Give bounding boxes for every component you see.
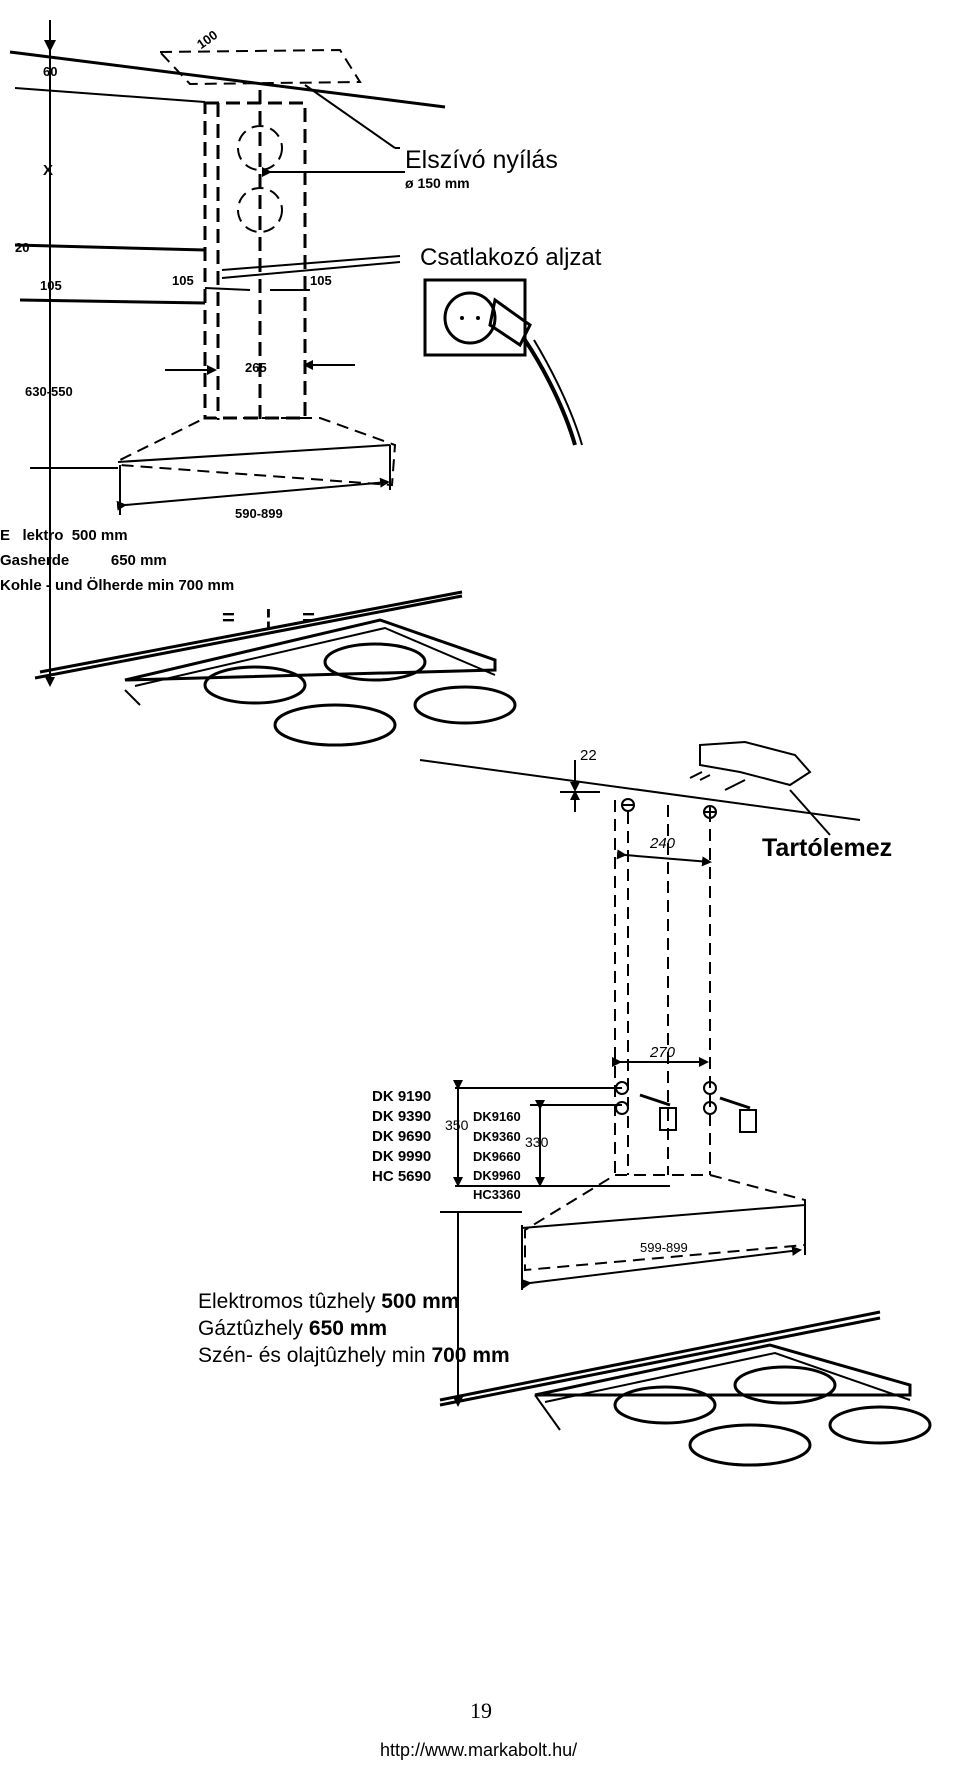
exhaust-diameter-label: ø 150 mm <box>405 175 470 191</box>
burner <box>273 703 397 747</box>
wall-socket <box>423 278 527 357</box>
diagram-2-chimney-hood <box>419 740 932 1467</box>
dim-330: 330 <box>525 1134 549 1150</box>
model-330-4: DK9960 <box>473 1168 521 1183</box>
screws <box>639 1093 751 1110</box>
burner <box>688 1423 812 1467</box>
dim-20: 20 <box>15 240 29 255</box>
dim-350: 350 <box>445 1117 469 1133</box>
model-330-5: HC3360 <box>473 1187 521 1202</box>
model-350-5: HC 5690 <box>372 1168 431 1185</box>
model-330-2: DK9360 <box>473 1129 521 1144</box>
burner <box>613 1385 717 1425</box>
model-350-2: DK 9390 <box>372 1108 431 1125</box>
burner <box>413 685 517 725</box>
burner <box>323 642 427 682</box>
socket-label: Csatlakozó aljzat <box>420 244 602 271</box>
model-350-4: DK 9990 <box>372 1148 431 1165</box>
exhaust-opening-circle <box>237 187 283 233</box>
model-330-3: DK9660 <box>473 1149 521 1164</box>
exhaust-opening-label: Elszívó nyílás <box>405 146 558 174</box>
burner <box>203 665 307 705</box>
hood-canopy <box>524 1174 806 1272</box>
model-350-3: DK 9690 <box>372 1128 431 1145</box>
dim-x: X <box>43 162 53 179</box>
model-350-1: DK 9190 <box>372 1088 431 1105</box>
bracket-label: Tartólemez <box>762 834 892 862</box>
equal-marks: = ¦ = <box>222 605 315 630</box>
height-line-hu-coal: Szén- és olajtûzhely min 700 mm <box>198 1344 510 1367</box>
ceiling-bracket-outline <box>157 48 362 86</box>
model-330-1: DK9160 <box>473 1109 521 1124</box>
hood-canopy <box>119 417 397 487</box>
dim-top-100: 100 <box>194 27 220 52</box>
dim-105-left: 105 <box>40 278 62 293</box>
dim-240: 240 <box>649 835 676 852</box>
burner <box>828 1405 932 1445</box>
diagram-1-chimney-hood <box>9 20 583 747</box>
mounting-bracket <box>699 740 812 787</box>
page-number: 19 <box>470 1698 492 1723</box>
dim-hood-width-2: 599-899 <box>640 1240 688 1255</box>
dim-265: 265 <box>245 360 267 375</box>
stove-back-edge <box>34 594 463 680</box>
ceiling-line <box>9 50 446 109</box>
height-line-hu-gas: Gáztûzhely 650 mm <box>198 1317 387 1340</box>
height-line-de-electric: E lektro 500 mm <box>0 527 128 544</box>
ceiling-line <box>419 759 861 821</box>
stove-back-edge <box>439 1316 881 1407</box>
stove-top <box>534 1343 912 1397</box>
footer-url[interactable]: http://www.markabolt.hu/ <box>380 1740 578 1760</box>
exhaust-opening-circle <box>237 125 283 171</box>
height-line-de-gas: Gasherde 650 mm <box>0 552 167 569</box>
dim-60: 60 <box>43 64 57 79</box>
height-line-hu-electric: Elektromos tûzhely 500 mm <box>198 1290 459 1313</box>
power-cable <box>523 338 577 446</box>
power-plug <box>488 297 532 348</box>
height-line-de-coal: Kohle - und Ölherde min 700 mm <box>0 577 234 594</box>
dim-105-mid: 105 <box>172 273 194 288</box>
dim-22: 22 <box>580 747 597 764</box>
dim-270: 270 <box>649 1044 676 1061</box>
dim-105-right: 105 <box>310 273 332 288</box>
dim-range-height: 630-550 <box>25 384 73 399</box>
burner <box>733 1365 837 1405</box>
stove-top <box>124 618 497 682</box>
dim-hood-width: 590-899 <box>235 506 283 521</box>
